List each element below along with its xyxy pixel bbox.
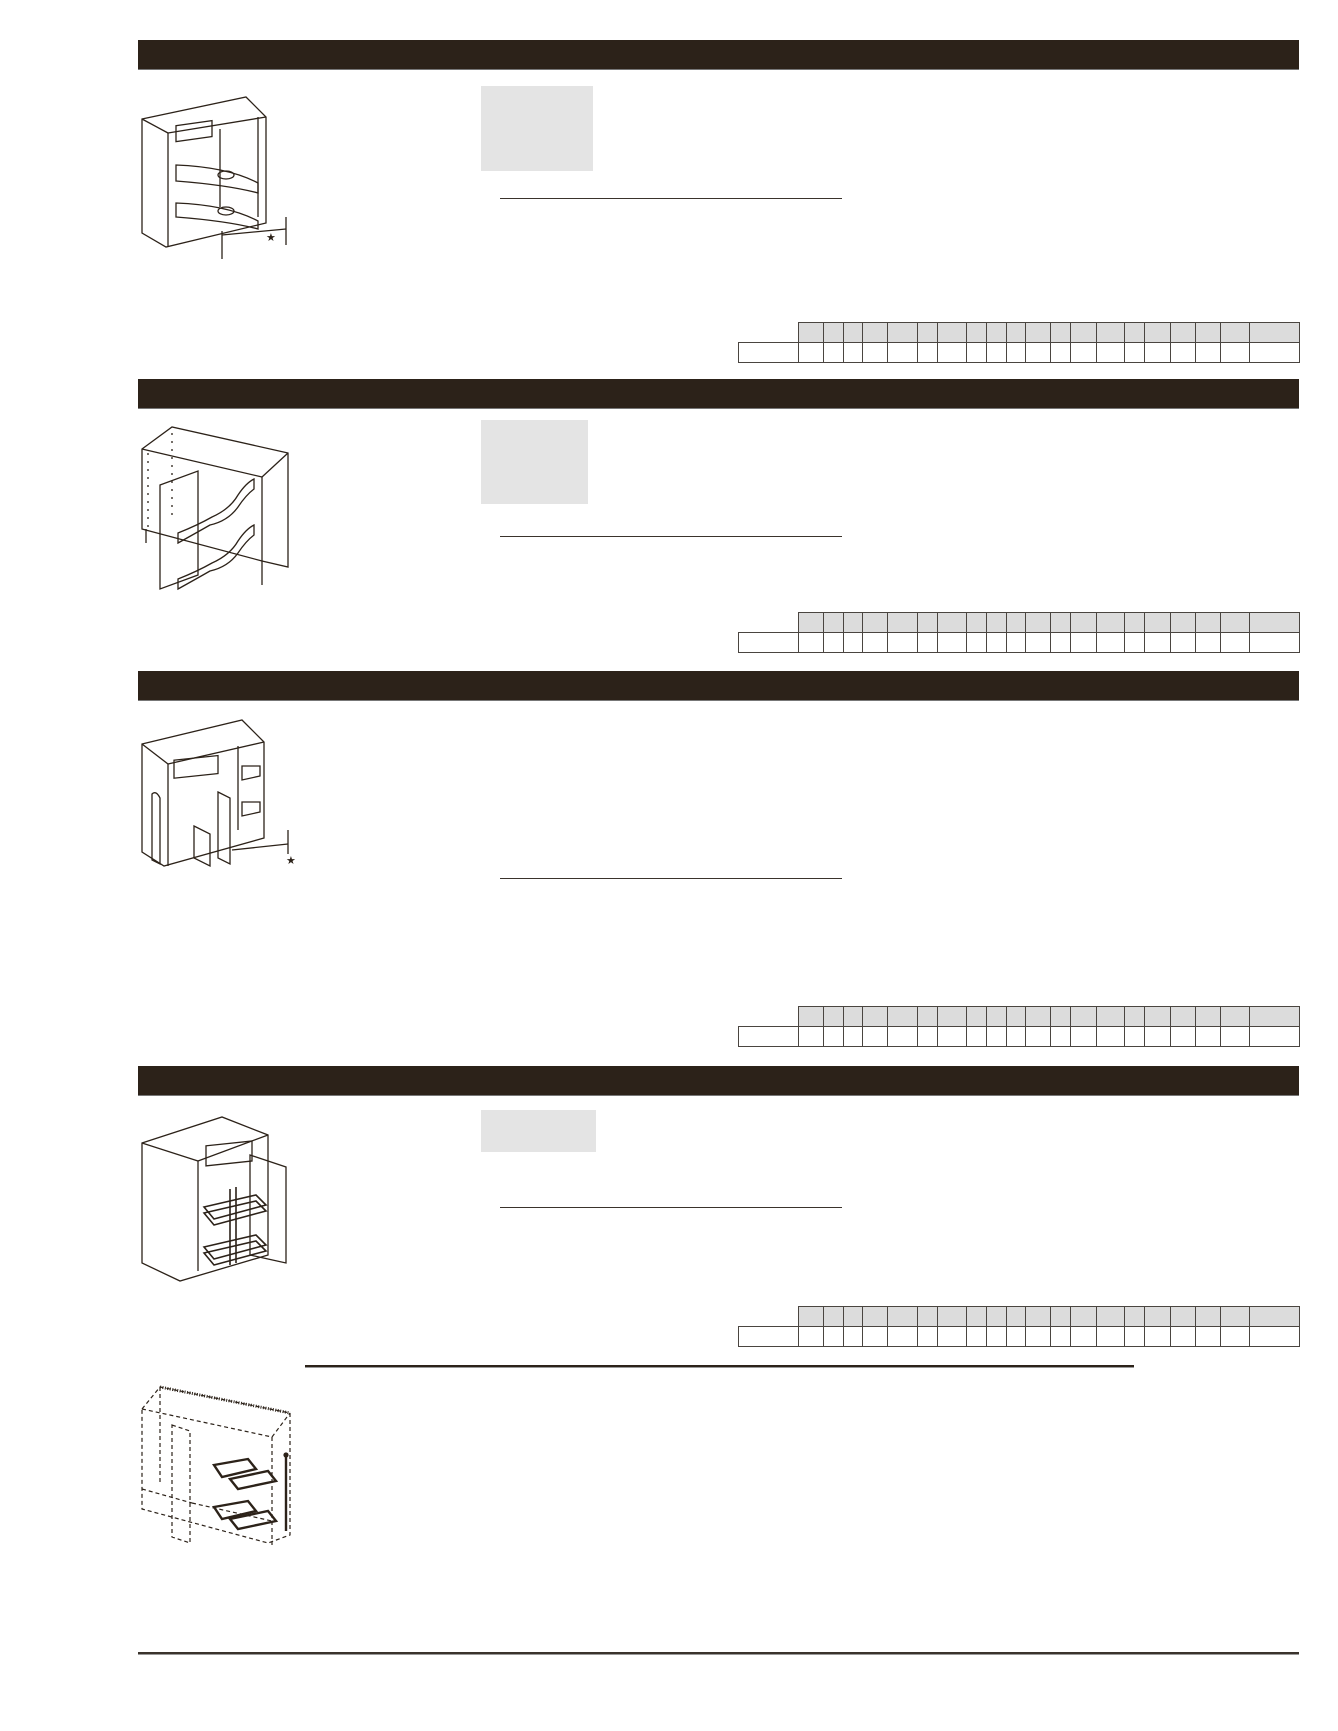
corner-base-cabinet-kidney-shelves-icon xyxy=(141,426,289,591)
dimension-star-note: ★ xyxy=(266,232,276,244)
section-header-bar-2 xyxy=(138,379,1299,409)
table-row xyxy=(738,342,1300,363)
row-label xyxy=(738,1326,799,1347)
row-label xyxy=(738,1026,799,1047)
cabinet-illustration-4 xyxy=(138,1115,338,1285)
footer-rule xyxy=(138,1652,1299,1655)
table-header-row xyxy=(739,322,1300,343)
blind-corner-pullout-accessory-dashed-icon xyxy=(141,1385,291,1545)
blind-corner-base-cabinet-wire-baskets-icon xyxy=(141,1116,287,1282)
footer-text xyxy=(138,1662,1299,1682)
table-row xyxy=(738,1326,1300,1347)
accessory-illustration xyxy=(138,1385,338,1555)
divider-1 xyxy=(500,198,842,199)
cabinet-illustration-3: ★ xyxy=(138,718,338,878)
graybox-2 xyxy=(481,420,588,504)
divider-2 xyxy=(500,536,842,537)
spec-table-4 xyxy=(738,1306,1300,1347)
table-row xyxy=(738,632,1300,653)
graybox-4 xyxy=(481,1110,596,1152)
cabinet-illustration-2 xyxy=(138,425,338,595)
row-label xyxy=(738,342,799,363)
row-label xyxy=(738,632,799,653)
section-header-bar-1 xyxy=(138,40,1299,70)
accessory-text xyxy=(330,1390,1230,1410)
spec-table-3 xyxy=(738,1006,1300,1047)
dimension-star-note: ★ xyxy=(286,855,296,867)
section-separator-rule xyxy=(305,1365,1134,1368)
cabinet-illustration-1: ★ xyxy=(138,95,338,265)
divider-3 xyxy=(500,878,842,879)
corner-base-cabinet-lazy-susan-half-moon-icon xyxy=(141,96,287,259)
table-row xyxy=(738,1026,1300,1047)
section-header-bar-3 xyxy=(138,671,1299,701)
table-header-row xyxy=(739,612,1300,633)
blind-corner-base-cabinet-pullouts-icon xyxy=(141,719,289,868)
section-header-bar-4 xyxy=(138,1066,1299,1096)
spec-table-1 xyxy=(738,322,1300,363)
spec-table-2 xyxy=(738,612,1300,653)
table-header-row xyxy=(739,1006,1300,1027)
divider-4 xyxy=(500,1207,842,1208)
graybox-1 xyxy=(481,86,593,171)
table-header-row xyxy=(739,1306,1300,1327)
